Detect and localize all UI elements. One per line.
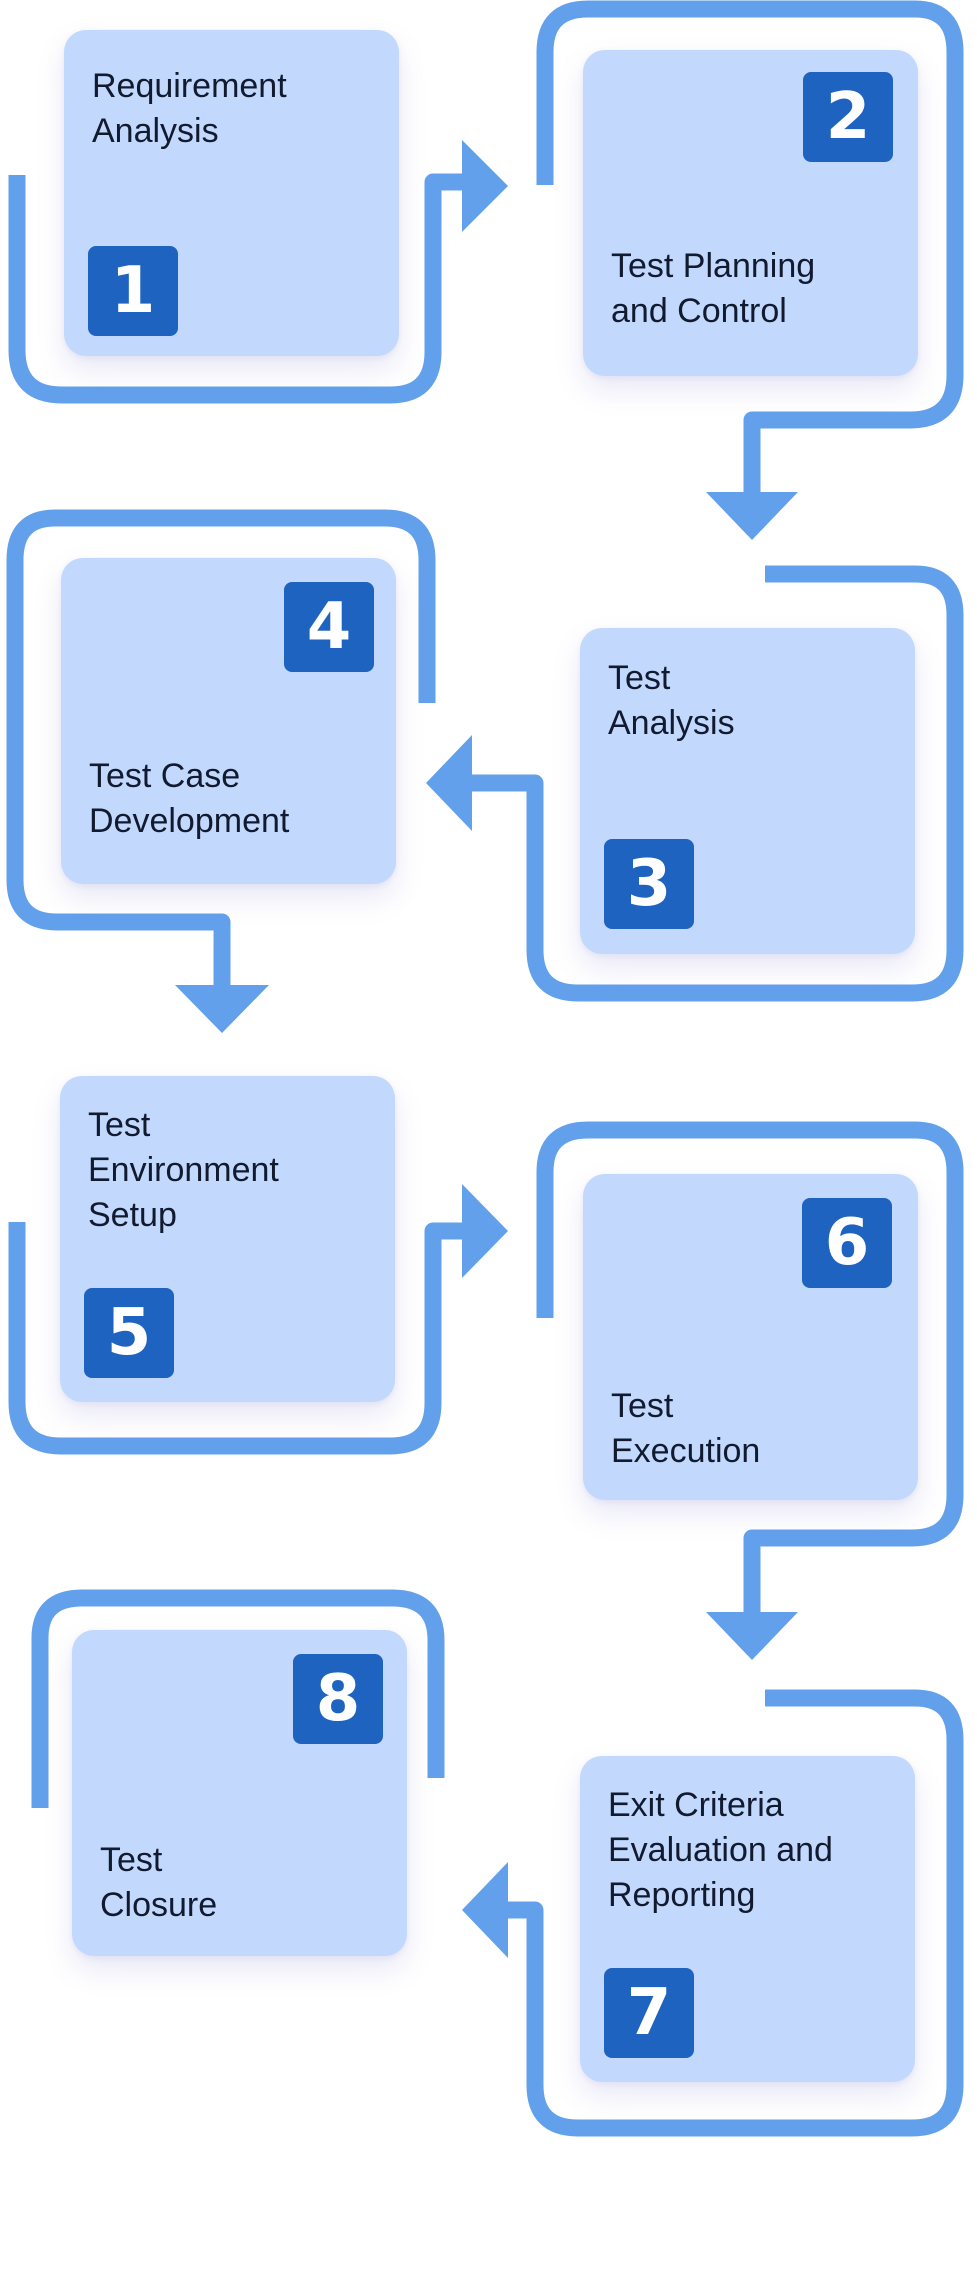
step-title: Test Planning and Control (611, 247, 816, 330)
step-number-badge: 1 (88, 246, 178, 336)
step-title: Test Case Development (89, 757, 290, 840)
connector-7-to-8 (462, 1689, 964, 2137)
step-card-7: Exit Criteria Evaluation and Reporting 7 (580, 1756, 915, 2082)
step-title: Test Execution (611, 1387, 761, 1470)
step-card-2: Test Planning and Control 2 (583, 50, 918, 376)
connector-6-to-7 (536, 1121, 964, 1660)
arrow-down-icon (706, 492, 798, 540)
step-title: Test Analysis (608, 659, 735, 742)
step-number-badge: 7 (604, 1968, 694, 2058)
step-card-8: Test Closure 8 (72, 1630, 407, 1956)
step-number-badge: 4 (284, 582, 374, 672)
arrow-left-icon (426, 735, 472, 831)
step-title: Exit Criteria Evaluation and Reporting (608, 1786, 833, 1914)
connector-8-bracket (31, 1589, 445, 1808)
arrow-left-icon (462, 1862, 508, 1958)
connector-1-to-2 (8, 140, 508, 404)
connector-4-to-5 (6, 509, 436, 1033)
step-number-badge: 6 (802, 1198, 892, 1288)
step-title: Requirement Analysis (92, 67, 287, 150)
step-number-badge: 5 (84, 1288, 174, 1378)
arrow-down-icon (706, 1612, 798, 1660)
step-number-badge: 8 (293, 1654, 383, 1744)
step-card-5: Test Environment Setup 5 (60, 1076, 395, 1402)
arrow-right-icon (462, 140, 508, 232)
step-number-badge: 3 (604, 839, 694, 929)
step-card-3: Test Analysis 3 (580, 628, 915, 954)
step-card-6: Test Execution 6 (583, 1174, 918, 1500)
step-card-4: Test Case Development 4 (61, 558, 396, 884)
connector-5-to-6 (8, 1184, 508, 1455)
step-title: Test Environment Setup (88, 1106, 279, 1234)
step-card-1: Requirement Analysis 1 (64, 30, 399, 356)
arrow-right-icon (462, 1184, 508, 1278)
connector-2-to-3 (536, 0, 964, 540)
arrow-down-icon (175, 985, 269, 1033)
step-title: Test Closure (100, 1841, 218, 1924)
connector-3-to-4 (426, 565, 964, 1002)
step-number-badge: 2 (803, 72, 893, 162)
